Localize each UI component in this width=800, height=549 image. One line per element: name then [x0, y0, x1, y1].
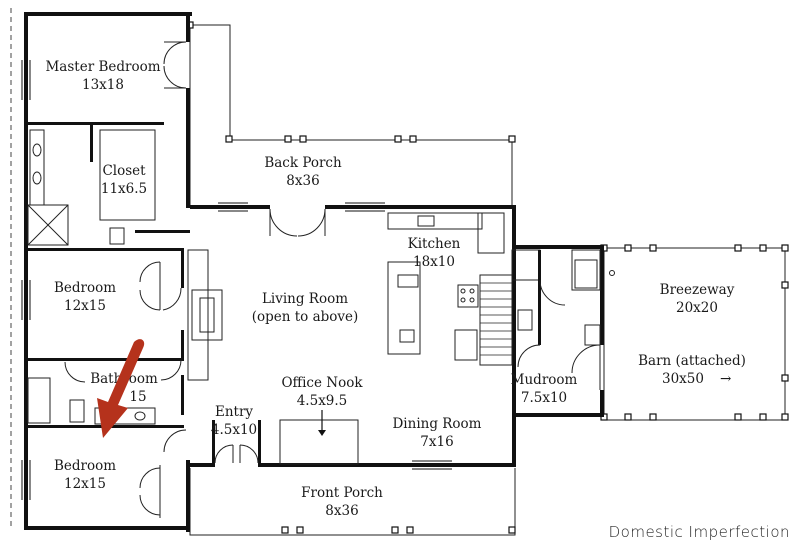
- mudroom-name: Mudroom: [511, 372, 578, 388]
- dining-room-name: Dining Room: [392, 416, 481, 432]
- back-porch-outline: [189, 24, 513, 205]
- barn-arrow: →: [720, 371, 731, 387]
- back-porch-size: 8x36: [286, 173, 319, 189]
- master-bedroom-size: 13x18: [82, 77, 124, 93]
- bedroom-1-name: Bedroom: [54, 280, 116, 296]
- exterior-walls: [24, 12, 604, 532]
- breezeway-hardware: [609, 270, 615, 276]
- kitchen-size: 18x10: [413, 254, 455, 270]
- living-room-name: Living Room: [262, 291, 348, 307]
- barn-name: Barn (attached): [638, 353, 746, 369]
- dining-room-size: 7x16: [420, 434, 453, 450]
- bedroom-2-size: 12x15: [64, 476, 106, 492]
- breezeway-outline: [603, 247, 786, 421]
- watermark: Domestic Imperfection: [609, 523, 790, 541]
- living-room-size: (open to above): [252, 309, 359, 325]
- breezeway-name: Breezeway: [660, 282, 735, 298]
- office-nook-size: 4.5x9.5: [297, 393, 348, 409]
- breezeway-size: 20x20: [676, 300, 718, 316]
- closet-name: Closet: [102, 163, 146, 179]
- entry-name: Entry: [215, 404, 253, 420]
- bedroom-1-size: 12x15: [64, 298, 106, 314]
- mudroom-size: 7.5x10: [521, 390, 567, 406]
- room-labels: Master Bedroom 13x18 Closet 11x6.5 Back …: [45, 59, 745, 519]
- annotation-arrow: [97, 339, 145, 438]
- entry-size: 4.5x10: [211, 422, 257, 438]
- bedroom-2-name: Bedroom: [54, 458, 116, 474]
- kitchen-name: Kitchen: [408, 236, 461, 252]
- front-porch-size: 8x36: [325, 503, 358, 519]
- closet-size: 11x6.5: [101, 181, 147, 197]
- front-porch-outline: [189, 468, 516, 536]
- windows: [21, 60, 452, 500]
- front-porch-name: Front Porch: [301, 485, 383, 501]
- master-bedroom-name: Master Bedroom: [45, 59, 160, 75]
- bathroom-size: 15: [129, 389, 146, 405]
- barn-size: 30x50: [662, 371, 704, 387]
- door-swings: [64, 41, 601, 518]
- back-porch-name: Back Porch: [264, 155, 342, 171]
- office-nook-name: Office Nook: [281, 375, 363, 391]
- porch-posts: [186, 21, 789, 534]
